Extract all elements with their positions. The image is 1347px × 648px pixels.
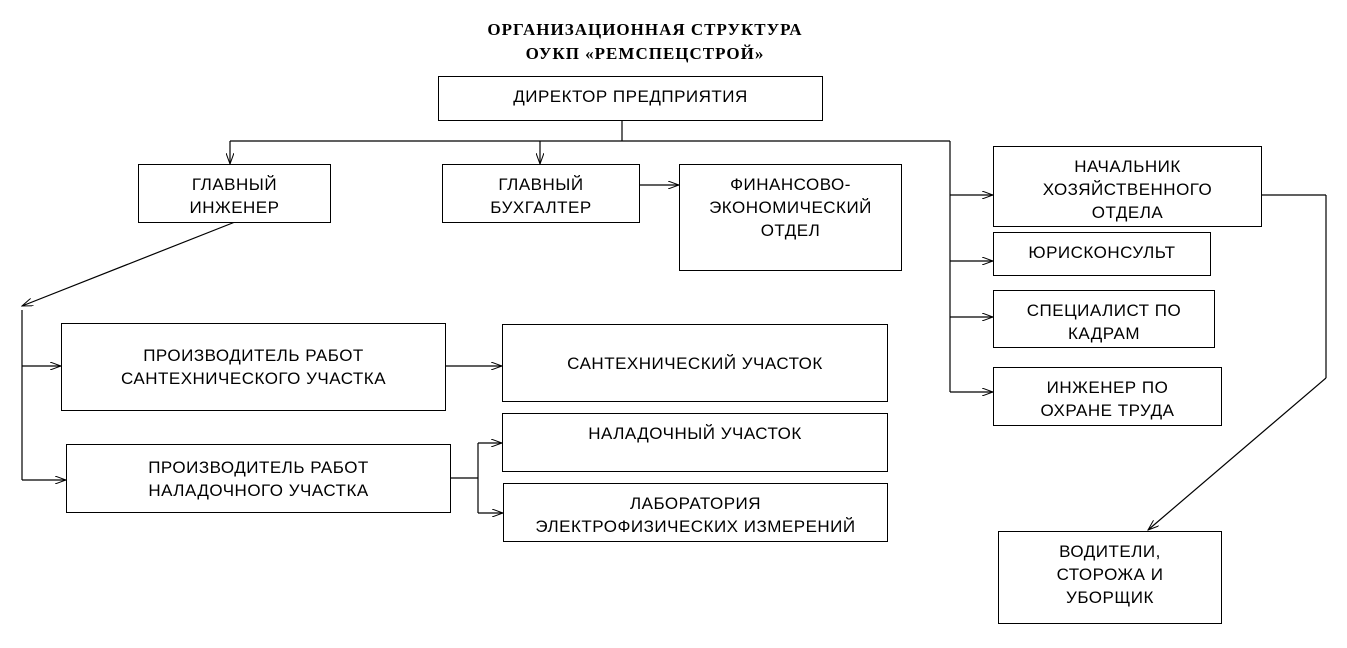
node-legal-label: ЮРИСКОНСУЛЬТ [1028,243,1176,262]
node-director: ДИРЕКТОР ПРЕДПРИЯТИЯ [438,76,823,121]
node-safety-label: ИНЖЕНЕР ПО ОХРАНЕ ТРУДА [1040,378,1175,420]
node-lab: ЛАБОРАТОРИЯ ЭЛЕКТРОФИЗИЧЕСКИХ ИЗМЕРЕНИЙ [503,483,888,542]
node-chief-accountant: ГЛАВНЫЙ БУХГАЛТЕР [442,164,640,223]
node-finance-dept: ФИНАНСОВО- ЭКОНОМИЧЕСКИЙ ОТДЕЛ [679,164,902,271]
node-commissioning-foreman: ПРОИЗВОДИТЕЛЬ РАБОТ НАЛАДОЧНОГО УЧАСТКА [66,444,451,513]
node-lab-label: ЛАБОРАТОРИЯ ЭЛЕКТРОФИЗИЧЕСКИХ ИЗМЕРЕНИЙ [535,494,856,536]
node-drivers-label: ВОДИТЕЛИ, СТОРОЖА И УБОРЩИК [1056,542,1164,607]
arrow-to-drivers [1148,377,1327,530]
node-commissioning-section: НАЛАДОЧНЫЙ УЧАСТОК [502,413,888,472]
diagram-title-line-2: ОУКП «РЕМСПЕЦСТРОЙ» [525,44,765,63]
node-hr-label: СПЕЦИАЛИСТ ПО КАДРАМ [1026,301,1182,343]
diagram-title-line-1: ОРГАНИЗАЦИОННАЯ СТРУКТУРА [487,20,803,39]
node-plumbing-section: САНТЕХНИЧЕСКИЙ УЧАСТОК [502,324,888,402]
node-plumbing-section-label: САНТЕХНИЧЕСКИЙ УЧАСТОК [567,353,823,373]
node-head-household: НАЧАЛЬНИК ХОЗЯЙСТВЕННОГО ОТДЕЛА [993,146,1262,227]
node-safety: ИНЖЕНЕР ПО ОХРАНЕ ТРУДА [993,367,1222,426]
arrow-chief-engineer-to-left-bus [22,221,236,307]
node-legal: ЮРИСКОНСУЛЬТ [993,232,1211,276]
node-chief-accountant-label: ГЛАВНЫЙ БУХГАЛТЕР [490,175,592,217]
node-commissioning-section-label: НАЛАДОЧНЫЙ УЧАСТОК [588,424,802,443]
node-drivers: ВОДИТЕЛИ, СТОРОЖА И УБОРЩИК [998,531,1222,624]
node-finance-dept-label: ФИНАНСОВО- ЭКОНОМИЧЕСКИЙ ОТДЕЛ [709,175,872,240]
node-director-label: ДИРЕКТОР ПРЕДПРИЯТИЯ [513,87,748,106]
node-head-household-label: НАЧАЛЬНИК ХОЗЯЙСТВЕННОГО ОТДЕЛА [1042,157,1213,222]
node-chief-engineer-label: ГЛАВНЫЙ ИНЖЕНЕР [189,175,280,217]
node-plumbing-foreman: ПРОИЗВОДИТЕЛЬ РАБОТ САНТЕХНИЧЕСКОГО УЧАС… [61,323,446,411]
node-commissioning-foreman-label: ПРОИЗВОДИТЕЛЬ РАБОТ НАЛАДОЧНОГО УЧАСТКА [148,457,369,500]
node-plumbing-foreman-label: ПРОИЗВОДИТЕЛЬ РАБОТ САНТЕХНИЧЕСКОГО УЧАС… [120,346,387,388]
node-chief-engineer: ГЛАВНЫЙ ИНЖЕНЕР [138,164,331,223]
node-hr: СПЕЦИАЛИСТ ПО КАДРАМ [993,290,1215,348]
